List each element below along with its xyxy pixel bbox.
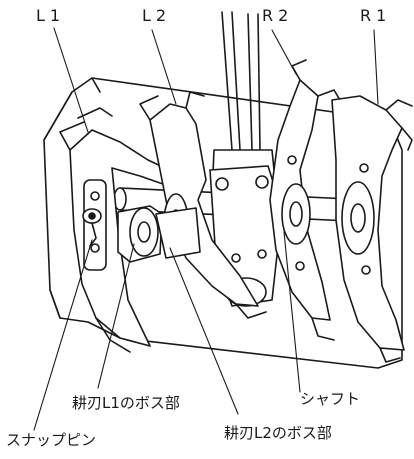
label-boss-l1: 耕刃L1のボス部 (72, 394, 180, 412)
label-r1: R1 (360, 6, 392, 25)
boss-l2 (155, 207, 201, 259)
label-r2: R2 (262, 6, 294, 25)
label-l2: L2 (142, 6, 172, 25)
boss-l1 (117, 205, 163, 263)
label-snap-pin: スナップピン (6, 431, 97, 449)
label-l1: L1 (36, 6, 66, 25)
label-shaft: シャフト (300, 390, 361, 408)
blade-r2 (269, 59, 341, 341)
leader-lines (33, 27, 379, 431)
label-boss-l2: 耕刃L2のボス部 (224, 424, 332, 442)
blade-r1 (331, 95, 413, 363)
snap-pin (82, 208, 102, 247)
